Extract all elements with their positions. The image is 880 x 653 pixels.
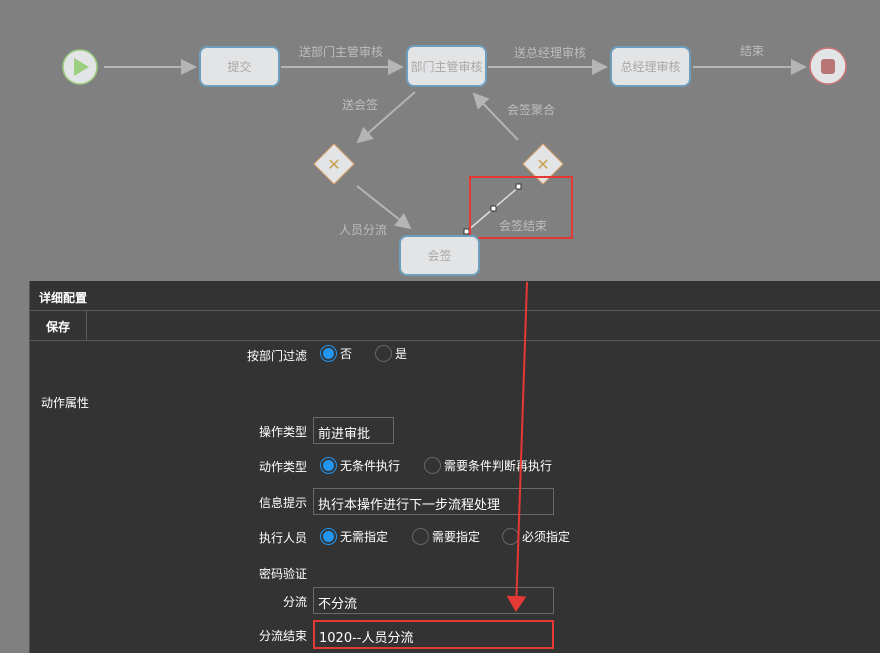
edge-label: 送部门主管审核: [299, 45, 384, 59]
edge-label: 会签聚合: [507, 103, 556, 117]
node-gm-review[interactable]: 总经理审核: [610, 46, 691, 87]
info-label: 信息提示: [258, 496, 307, 510]
edge-label: 送总经理审核: [514, 46, 587, 60]
executor-needed-radio[interactable]: 需要指定: [412, 528, 480, 545]
executor-label: 执行人员: [258, 531, 307, 545]
edge-label: 送会签: [342, 98, 379, 112]
info-field[interactable]: 执行本操作进行下一步流程处理: [313, 488, 554, 515]
workflow-canvas[interactable]: ✕ ✕ 提交 部门主管审核 总经理审核 会签 送部门主管审核 送总经理审核 结束…: [0, 0, 880, 281]
password-label: 密码验证: [258, 567, 307, 581]
split-end-label: 分流结束: [258, 629, 307, 643]
section-heading: 动作属性: [41, 396, 90, 410]
dept-filter-no-radio[interactable]: 否: [320, 345, 352, 362]
node-dept-review[interactable]: 部门主管审核: [406, 45, 487, 87]
action-type-label: 动作类型: [258, 460, 307, 474]
edge-label: 人员分流: [339, 223, 388, 237]
detail-panel: 详细配置 保存 按部门过滤 否 是 动作属性 操作类型 前进审批 动作类型 无条…: [29, 281, 880, 653]
edge-label: 会签结束: [499, 219, 548, 233]
gateway-split-icon[interactable]: ✕: [313, 143, 355, 185]
split-label: 分流: [282, 595, 307, 609]
op-type-field[interactable]: 前进审批: [313, 417, 394, 444]
start-event-icon[interactable]: [62, 49, 98, 85]
highlight-box: [469, 176, 573, 239]
end-event-icon[interactable]: [809, 47, 847, 85]
flow-send-cs: [356, 91, 416, 144]
dept-filter-label: 按部门过滤: [246, 349, 307, 363]
panel-title: 详细配置: [30, 281, 880, 311]
node-countersign[interactable]: 会签: [399, 235, 480, 276]
action-conditional-radio[interactable]: 需要条件判断再执行: [424, 457, 552, 474]
split-end-field[interactable]: 1020--人员分流: [313, 620, 554, 649]
svg-text:✕: ✕: [327, 155, 340, 174]
flow-merge: [472, 92, 519, 141]
node-submit[interactable]: 提交: [199, 46, 280, 87]
dept-filter-yes-radio[interactable]: 是: [375, 345, 407, 362]
flow-split: [356, 185, 412, 230]
flow-cs-end-selected[interactable]: [463, 183, 522, 235]
svg-text:✕: ✕: [536, 155, 549, 174]
gateway-merge-icon[interactable]: ✕: [522, 143, 564, 185]
split-field[interactable]: 不分流: [313, 587, 554, 614]
op-type-label: 操作类型: [258, 425, 307, 439]
executor-none-radio[interactable]: 无需指定: [320, 528, 388, 545]
action-unconditional-radio[interactable]: 无条件执行: [320, 457, 400, 474]
save-button[interactable]: 保存: [30, 311, 87, 340]
edge-label: 结束: [740, 44, 765, 58]
executor-required-radio[interactable]: 必须指定: [502, 528, 570, 545]
